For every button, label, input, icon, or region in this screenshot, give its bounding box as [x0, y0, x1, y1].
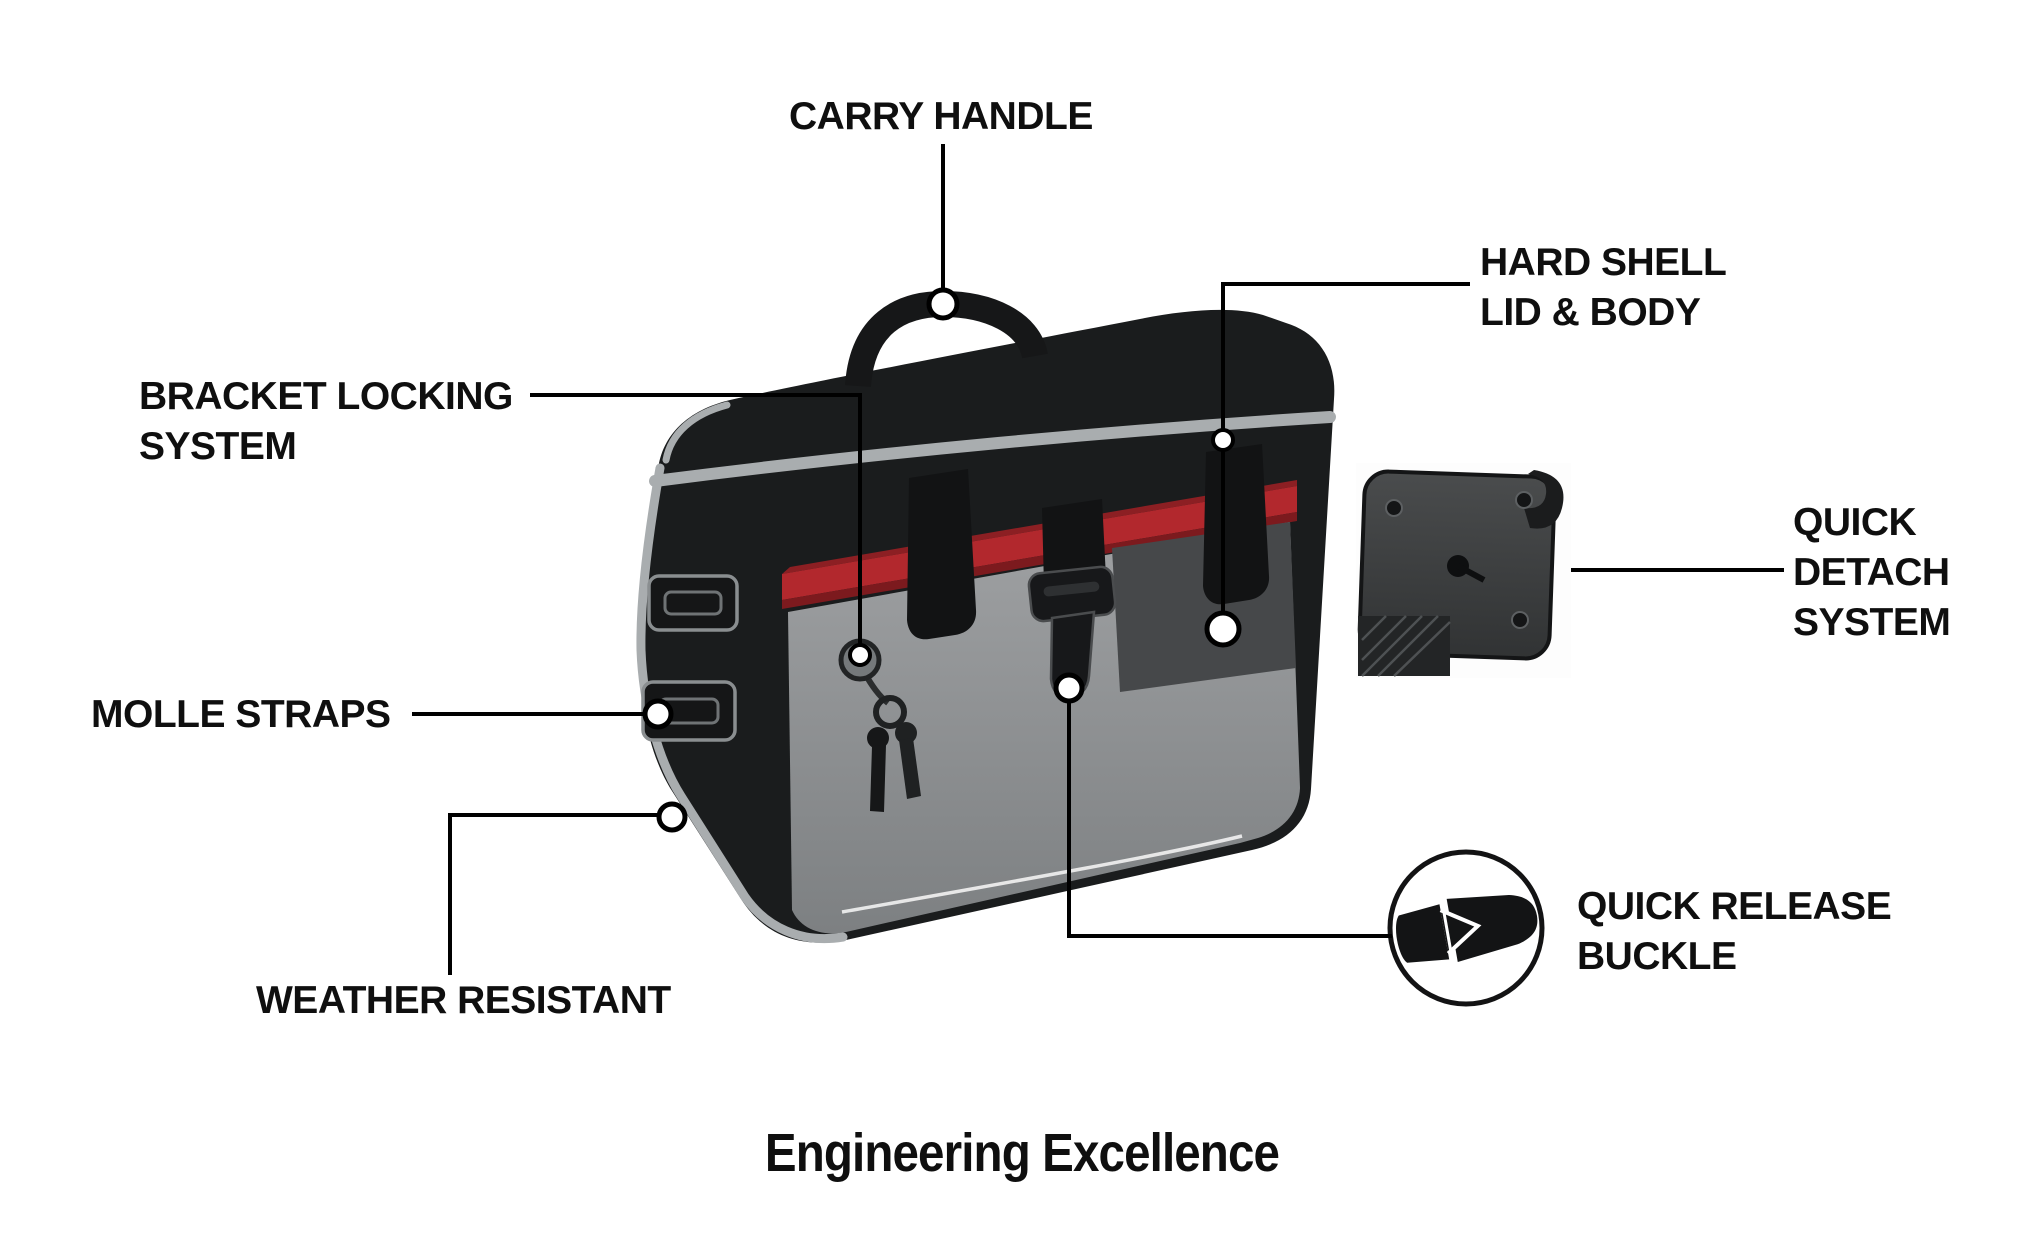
label-quick-detach-system: QUICK DETACH SYSTEM	[1793, 501, 1951, 644]
quick-detach-photo	[1356, 463, 1571, 678]
marker-quick-release	[1053, 672, 1085, 704]
marker-hard-shell-body	[1204, 610, 1242, 648]
line-bracket-locking	[530, 393, 862, 646]
front-strap-right	[1203, 444, 1270, 605]
detach-hook	[1524, 470, 1564, 529]
lid-corner-trim	[662, 401, 731, 464]
quick-release-buckle-photo	[1387, 849, 1545, 1007]
line-quick-release	[1067, 700, 1392, 938]
callout-lines	[412, 144, 1784, 975]
front-strap-left	[907, 469, 977, 640]
marker-carry-handle	[926, 287, 960, 321]
label-bracket-locking-system: BRACKET LOCKING SYSTEM	[139, 375, 513, 468]
label-hard-shell-lid-body: HARD SHELL LID & BODY	[1480, 241, 1727, 334]
marker-weather-resistant	[656, 801, 688, 833]
callout-markers	[642, 287, 1242, 833]
line-hard-shell	[1221, 282, 1470, 613]
label-weather-resistant: WEATHER RESISTANT	[256, 979, 671, 1022]
center-buckle	[1027, 499, 1117, 699]
lid-trim	[649, 411, 1336, 487]
line-weather-resistant	[448, 813, 660, 975]
label-quick-release-buckle: QUICK RELEASE BUCKLE	[1577, 885, 1892, 978]
marker-hard-shell-lid	[1211, 428, 1235, 452]
page-title: Engineering Excellence	[764, 1123, 1280, 1183]
marker-bracket-locking	[848, 643, 872, 667]
label-carry-handle: CARRY HANDLE	[789, 95, 1093, 138]
marker-molle-straps	[642, 698, 674, 730]
label-molle-straps: MOLLE STRAPS	[91, 693, 391, 736]
